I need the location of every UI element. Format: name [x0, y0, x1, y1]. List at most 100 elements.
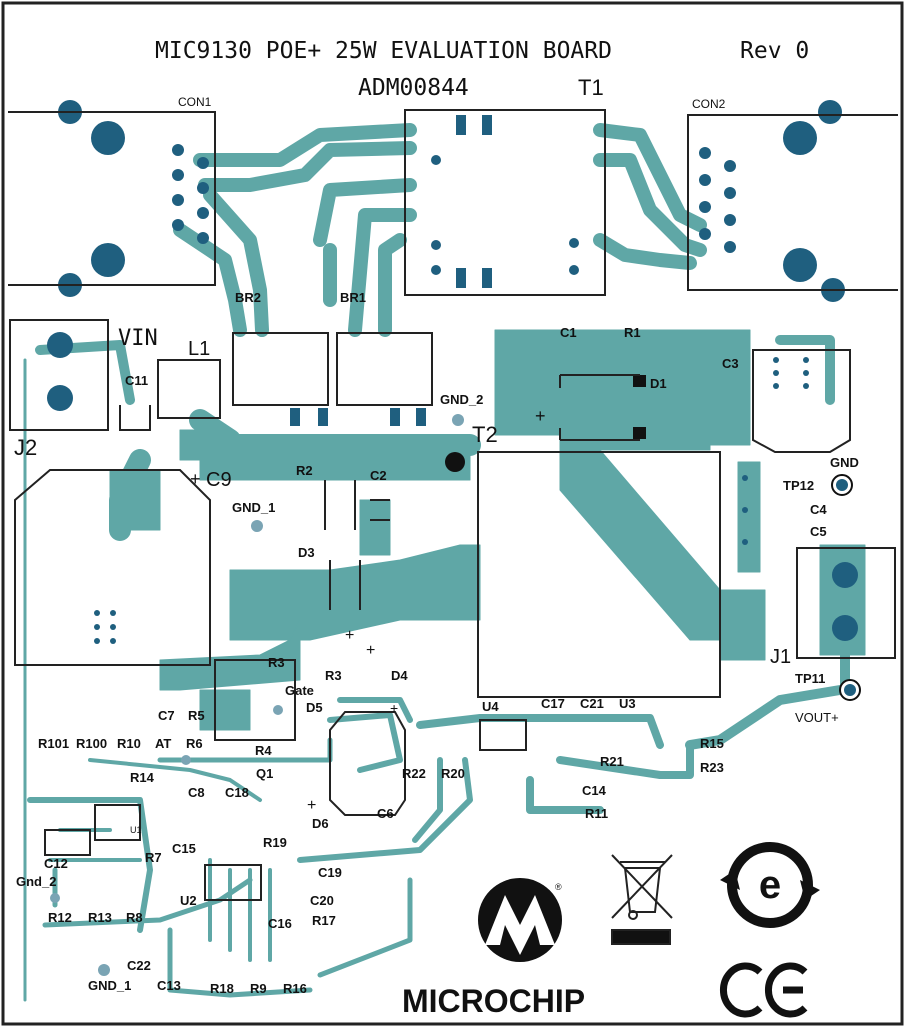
label-vout: VOUT+ — [795, 710, 839, 725]
label-l1: L1 — [188, 338, 210, 360]
label-c1: C1 — [560, 325, 577, 340]
part-number: ADM00844 — [358, 75, 469, 101]
label-t2: T2 — [472, 422, 498, 447]
weee-bin-icon — [611, 854, 673, 945]
ce-mark-icon — [720, 962, 808, 1018]
microchip-logo: ® — [478, 878, 562, 962]
label-r3a: R3 — [268, 655, 285, 670]
label-c22: C22 — [127, 958, 151, 973]
label-u2: U2 — [180, 893, 197, 908]
board-revision: Rev 0 — [740, 38, 809, 64]
label-r1: R1 — [624, 325, 641, 340]
label-r13: R13 — [88, 910, 112, 925]
label-con1: CON1 — [178, 95, 212, 109]
recycle-e-icon: e — [720, 842, 820, 928]
label-r23: R23 — [700, 760, 724, 775]
label-br2: BR2 — [235, 290, 261, 305]
label-r3b: R3 — [325, 668, 342, 683]
label-j1: J1 — [770, 646, 791, 668]
label-c4: C4 — [810, 502, 827, 517]
label-r17: R17 — [312, 913, 336, 928]
label-r100: R100 — [76, 736, 107, 751]
label-c19: C19 — [318, 865, 342, 880]
label-c2: C2 — [370, 468, 387, 483]
label-r101: R101 — [38, 736, 69, 751]
label-u3: U3 — [619, 696, 636, 711]
label-d6: D6 — [312, 816, 329, 831]
label-con2: CON2 — [692, 97, 726, 111]
silkscreen-layer — [8, 109, 898, 901]
label-c3: C3 — [722, 356, 739, 371]
plus-d4: + — [366, 642, 375, 659]
label-tp11: TP11 — [795, 671, 825, 686]
label-d4: D4 — [391, 668, 408, 683]
label-c18: C18 — [225, 785, 249, 800]
label-r22: R22 — [402, 766, 426, 781]
label-d5: D5 — [306, 700, 323, 715]
label-r21: R21 — [600, 754, 624, 769]
label-r12: R12 — [48, 910, 72, 925]
label-r6: R6 — [186, 736, 203, 751]
label-c5: C5 — [810, 524, 827, 539]
label-c12: C12 — [44, 856, 68, 871]
label-c16: C16 — [268, 916, 292, 931]
label-t1: T1 — [578, 75, 604, 100]
label-tp12: TP12 — [783, 478, 814, 493]
label-c13: C13 — [157, 978, 181, 993]
label-u4: U4 — [482, 699, 499, 714]
label-r7: R7 — [145, 850, 162, 865]
label-at: AT — [155, 736, 171, 751]
label-r19: R19 — [263, 835, 287, 850]
label-r14: R14 — [130, 770, 155, 785]
label-d1: D1 — [650, 376, 667, 391]
label-c9: C9 — [206, 469, 232, 491]
board-title: MIC9130 POE+ 25W EVALUATION BOARD — [155, 38, 612, 64]
label-c17: C17 — [541, 696, 565, 711]
plus-c1: + — [535, 406, 546, 426]
label-r4: R4 — [255, 743, 272, 758]
label-c6: C6 — [377, 806, 394, 821]
plus-c6: + — [390, 700, 398, 716]
label-c7: C7 — [158, 708, 175, 723]
label-r11: R11 — [585, 806, 608, 821]
test-points — [831, 474, 861, 701]
pads-layer — [47, 100, 858, 976]
label-r2: R2 — [296, 463, 313, 478]
label-c8: C8 — [188, 785, 205, 800]
label-r16: R16 — [283, 981, 307, 996]
label-r8: R8 — [126, 910, 143, 925]
label-q1: Q1 — [256, 766, 273, 781]
label-d3: D3 — [298, 545, 315, 560]
label-j2: J2 — [14, 435, 37, 460]
label-r15: R15 — [700, 736, 724, 751]
label-r10: R10 — [117, 736, 141, 751]
label-gnd-2-low: Gnd_2 — [16, 874, 56, 889]
svg-text:®: ® — [555, 882, 562, 892]
plus-d3: + — [345, 627, 354, 644]
label-br1: BR1 — [340, 290, 366, 305]
label-c14: C14 — [582, 783, 607, 798]
label-c20: C20 — [310, 893, 334, 908]
svg-text:e: e — [759, 863, 781, 907]
label-c21: C21 — [580, 696, 604, 711]
label-r20: R20 — [441, 766, 465, 781]
label-vin: VIN — [118, 326, 158, 351]
microchip-wordmark: MICROCHIP — [402, 983, 585, 1019]
label-gnd: GND — [830, 455, 859, 470]
label-u1: U1 — [130, 825, 142, 835]
label-gnd1-mid: GND_1 — [232, 500, 275, 515]
copper-layer — [23, 123, 866, 1002]
label-gate: Gate — [285, 683, 314, 698]
label-gnd2-top: GND_2 — [440, 392, 483, 407]
label-r18: R18 — [210, 981, 234, 996]
label-r5: R5 — [188, 708, 205, 723]
label-c11: C11 — [125, 373, 148, 388]
plus-d6: + — [307, 797, 316, 814]
label-r9: R9 — [250, 981, 267, 996]
label-c15: C15 — [172, 841, 196, 856]
label-gnd1-low: GND_1 — [88, 978, 131, 993]
plus-c9: + — [190, 469, 201, 489]
